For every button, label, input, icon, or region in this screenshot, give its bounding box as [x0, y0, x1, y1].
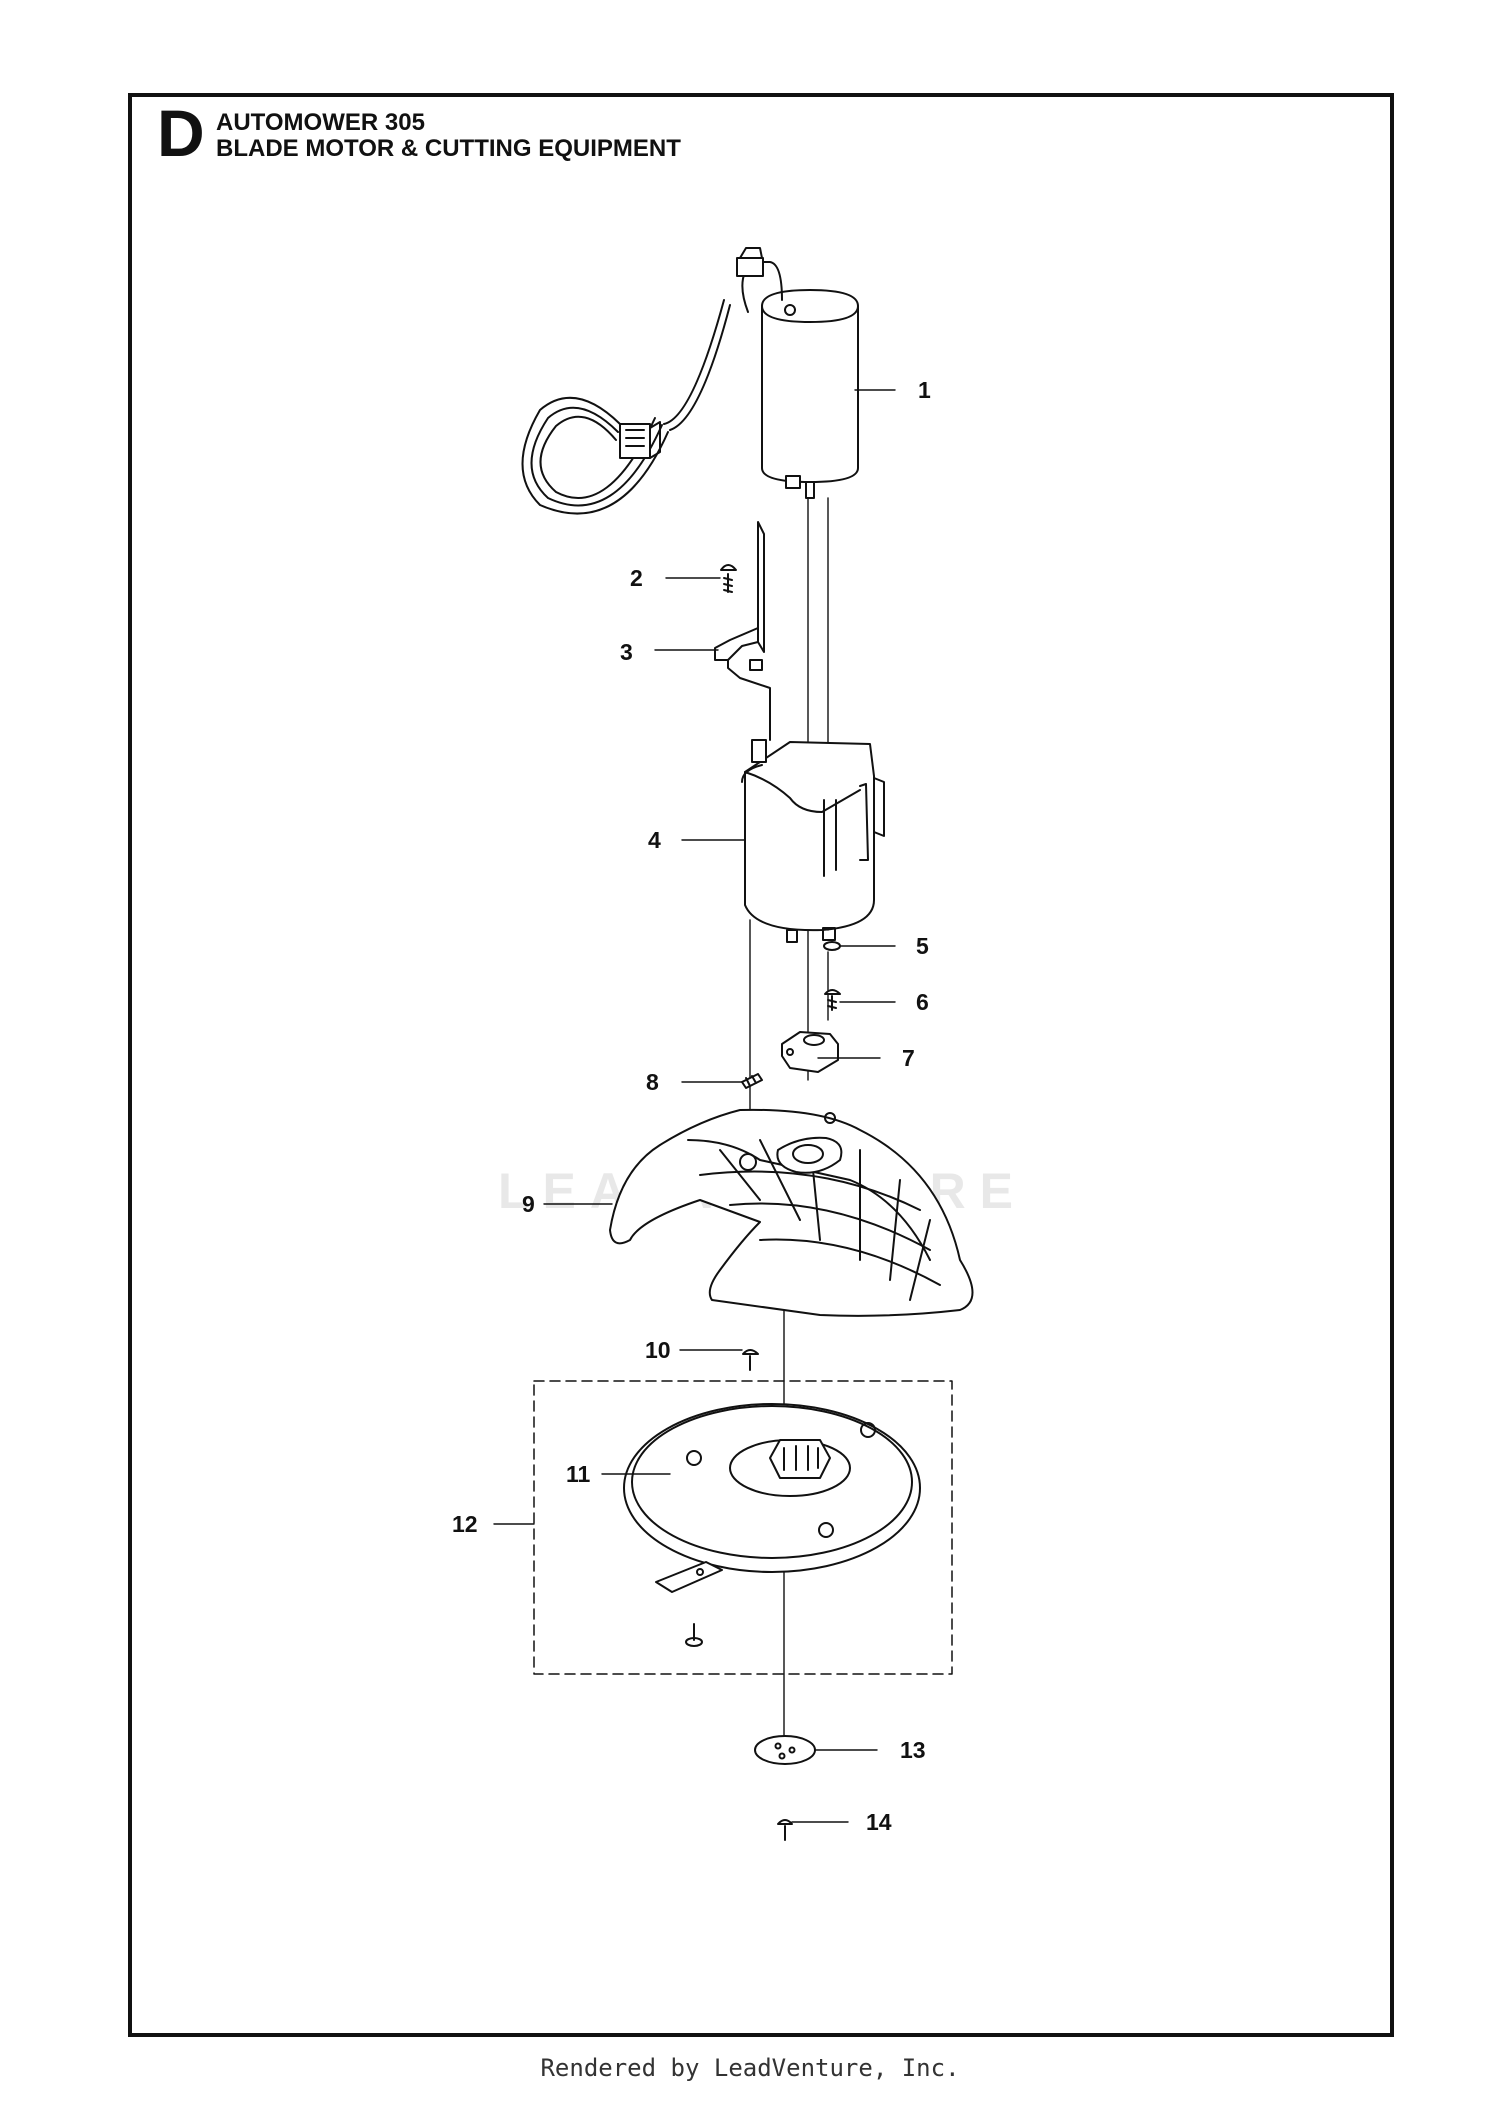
part-motor-holder[interactable] [741, 739, 885, 943]
callout-1: 1 [918, 377, 931, 403]
part-blade-disc[interactable] [623, 1403, 921, 1573]
part-screw-2[interactable] [720, 564, 737, 593]
callout-5: 5 [916, 933, 929, 959]
part-screw-6[interactable] [824, 989, 841, 1011]
callout-4: 4 [648, 827, 661, 853]
footer-credit: Rendered by LeadVenture, Inc. [540, 2054, 960, 2082]
part-screw-14[interactable] [777, 1819, 793, 1841]
callout-6: 6 [916, 989, 929, 1015]
part-bracket[interactable] [714, 521, 771, 741]
part-blade-guard[interactable] [609, 1108, 974, 1317]
model-title: AUTOMOWER 305 [216, 109, 425, 136]
callout-14: 14 [866, 1809, 892, 1835]
part-hub[interactable] [781, 1031, 839, 1073]
diagram-frame [128, 93, 1394, 2037]
callout-13: 13 [900, 1737, 926, 1763]
part-washer[interactable] [823, 941, 841, 951]
callout-12: 12 [452, 1511, 478, 1537]
part-blade-motor[interactable] [521, 247, 859, 515]
part-knife-blade[interactable] [655, 1561, 723, 1593]
callout-labels: 1 2 3 4 5 6 7 8 9 10 11 12 13 14 [452, 377, 931, 1835]
callout-9: 9 [522, 1191, 535, 1217]
callout-3: 3 [620, 639, 633, 665]
callout-7: 7 [902, 1045, 915, 1071]
assembly-title: BLADE MOTOR & CUTTING EQUIPMENT [216, 135, 681, 162]
title-block: AUTOMOWER 305 BLADE MOTOR & CUTTING EQUI… [216, 110, 681, 162]
part-set-screw[interactable] [741, 1073, 763, 1089]
part-blade-disc-kit[interactable] [533, 1380, 953, 1675]
callout-8: 8 [646, 1069, 659, 1095]
part-screw-10[interactable] [742, 1349, 759, 1371]
callout-10: 10 [645, 1337, 671, 1363]
section-letter: D [157, 96, 205, 170]
leader-lines [493, 389, 896, 1823]
part-plate[interactable] [754, 1735, 816, 1765]
callout-2: 2 [630, 565, 643, 591]
part-knife-screw[interactable] [685, 1623, 703, 1647]
callout-11: 11 [566, 1461, 591, 1487]
